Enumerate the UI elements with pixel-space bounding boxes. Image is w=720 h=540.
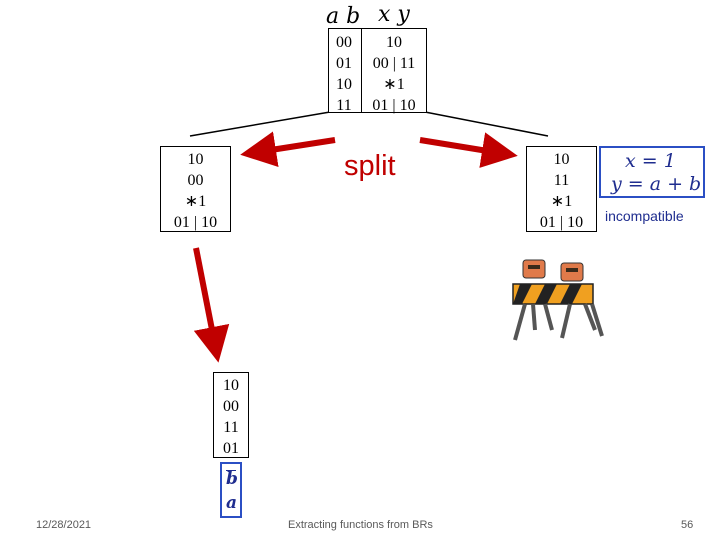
bottom-row: 10 <box>223 377 239 394</box>
left-row: ∗1 <box>184 193 207 210</box>
split-arrow-left <box>240 131 336 168</box>
header-xy-label: x y <box>378 2 410 27</box>
equation-y: y = a + b <box>611 173 702 195</box>
incompatible-label: incompatible <box>605 208 684 224</box>
footer-title: Extracting functions from BRs <box>288 519 433 531</box>
footer-page-number: 56 <box>681 519 694 531</box>
equation-box: x = 1 y = a + b <box>599 146 705 198</box>
input-row: 00 <box>336 34 352 51</box>
truth-table-divider <box>361 29 362 112</box>
split-label: split <box>344 150 396 182</box>
bottom-row: 11 <box>223 419 239 436</box>
truth-table: 00 01 10 11 10 00 | 11 ∗1 01 | 10 <box>328 28 427 116</box>
right-row: 10 <box>553 151 570 168</box>
left-split-box: 10 00 ∗1 01 | 10 <box>160 146 231 232</box>
truth-table-inputs: 00 01 10 11 <box>329 32 359 116</box>
overline-bar <box>226 470 236 471</box>
bottom-row: 00 <box>223 398 239 415</box>
split-arrow-right <box>419 132 518 168</box>
connector-line-left <box>189 111 331 137</box>
output-row: ∗1 <box>383 76 405 93</box>
input-row: 10 <box>336 76 352 93</box>
output-row: 01 | 10 <box>372 97 416 114</box>
bottom-result-box: 10 00 11 01 <box>213 372 249 458</box>
connector-line-right <box>424 111 549 137</box>
header-ab-label: a b <box>326 4 361 29</box>
output-row: 00 | 11 <box>372 55 416 72</box>
down-arrow <box>193 247 230 363</box>
input-row: 01 <box>336 55 352 72</box>
equation-x: x = 1 <box>625 150 676 172</box>
expr-a: a <box>226 493 238 513</box>
right-row: 01 | 10 <box>539 214 584 231</box>
right-split-box: 10 11 ∗1 01 | 10 <box>526 146 597 232</box>
expr-b-bar: b <box>226 469 238 489</box>
bottom-expression-box: b a <box>220 462 242 518</box>
footer-date: 12/28/2021 <box>36 519 92 531</box>
bottom-row: 01 <box>223 440 239 457</box>
left-row: 00 <box>187 172 204 189</box>
output-row: 10 <box>386 34 402 51</box>
right-row: 11 <box>553 172 570 189</box>
input-row: 11 <box>336 97 352 114</box>
left-row: 10 <box>187 151 204 168</box>
left-row: 01 | 10 <box>173 214 218 231</box>
truth-table-outputs: 10 00 | 11 ∗1 01 | 10 <box>362 32 426 116</box>
right-row: ∗1 <box>550 193 573 210</box>
